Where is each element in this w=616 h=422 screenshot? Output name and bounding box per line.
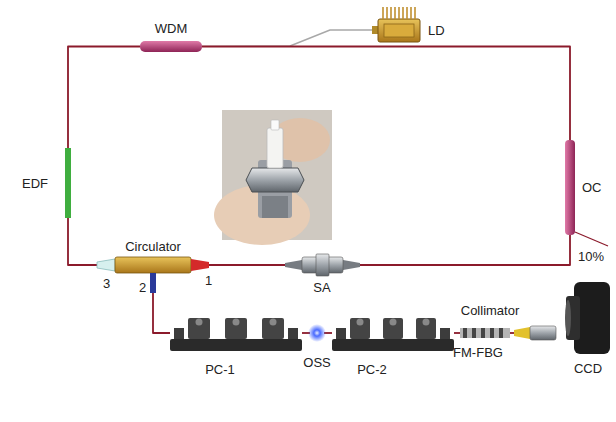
- saturable-absorber: [285, 254, 360, 276]
- component-label: SA: [313, 280, 330, 295]
- component-label: FM-FBG: [453, 345, 503, 360]
- collimator-symbol: [514, 326, 556, 340]
- component-label: WDM: [155, 21, 188, 36]
- port-number: 3: [103, 276, 110, 291]
- saturable-absorber: SA: [285, 256, 360, 274]
- collimator: Collimator: [514, 326, 556, 340]
- component-label: PC-1: [205, 362, 235, 377]
- output-coupler: OC: [565, 140, 575, 235]
- erbium-fiber: [65, 148, 71, 218]
- laser-diode: [372, 7, 420, 42]
- component-label: EDF: [22, 176, 48, 191]
- optical-fiber: [510, 332, 514, 334]
- polarization-controller: [170, 318, 302, 351]
- port-number: 2: [139, 280, 146, 295]
- polarization-controller: [332, 318, 454, 351]
- polarization-controller: PC-1: [170, 315, 302, 351]
- erbium-fiber: EDF: [64, 148, 72, 218]
- optical-sample-spot: [308, 324, 326, 342]
- laser-diode: LD: [372, 12, 420, 48]
- component-label: Collimator: [461, 303, 520, 318]
- circulator: Circulator: [115, 257, 191, 273]
- fiber-bragg-grating: FM-FBG: [460, 328, 510, 338]
- optical-fiber: [68, 47, 140, 149]
- component-label: OC: [582, 180, 602, 195]
- component-label: PC-2: [357, 362, 387, 377]
- connector-photo: [214, 110, 332, 245]
- optical-fiber: [202, 30, 372, 46]
- wdm-coupler: [140, 41, 202, 52]
- component-label: CCD: [574, 361, 602, 376]
- ccd-camera: CCD: [566, 282, 610, 354]
- output-coupler: [565, 140, 575, 235]
- optical-fiber: [360, 235, 570, 265]
- optical-fiber: [68, 218, 115, 265]
- output-port-fiber: [575, 232, 608, 246]
- component-label: OSS: [303, 355, 330, 370]
- port-ratio: 10%: [578, 249, 604, 264]
- optical-fiber: [454, 332, 460, 334]
- port-number: 1: [205, 273, 212, 288]
- circulator-symbol: [97, 257, 209, 293]
- wdm-coupler: WDM: [140, 41, 202, 52]
- optical-sample-spot: OSS: [310, 327, 324, 339]
- component-label: Circulator: [125, 239, 181, 254]
- polarization-controller: PC-2: [332, 315, 454, 351]
- fiber-bragg-grating: [460, 328, 510, 338]
- component-label: LD: [428, 23, 445, 38]
- ccd-camera: [565, 282, 610, 354]
